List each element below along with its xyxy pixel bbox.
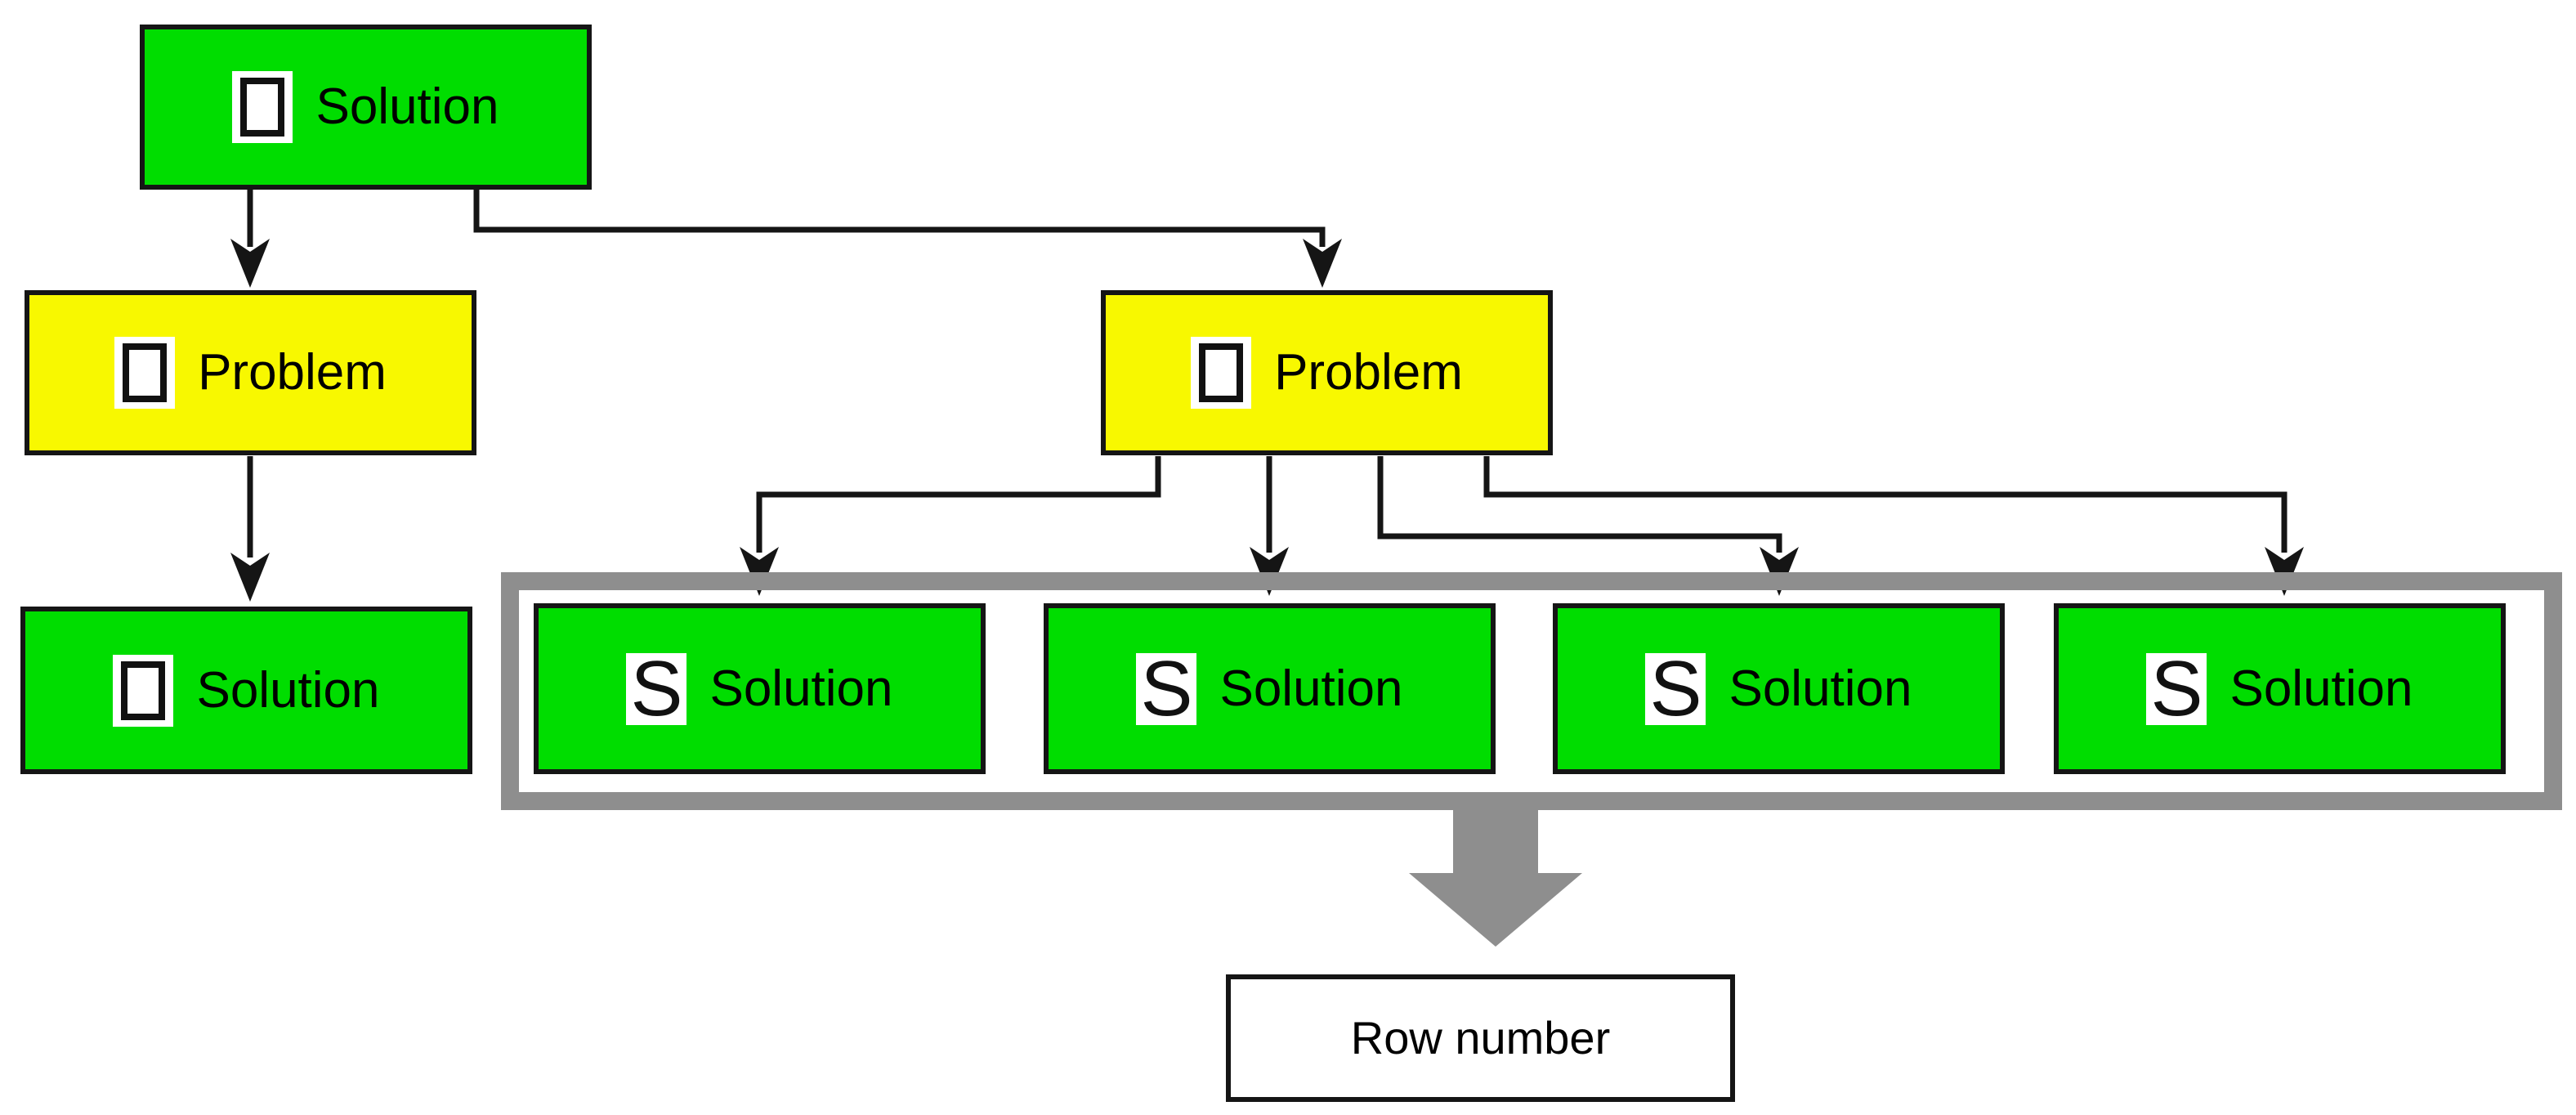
node-solution-group-2: S Solution <box>1044 603 1496 774</box>
s-icon: S <box>626 649 687 728</box>
s-icon: S <box>2146 649 2207 728</box>
node-label: Solution <box>2229 660 2413 717</box>
s-icon: S <box>1136 649 1197 728</box>
node-row-number: Row number <box>1226 974 1735 1102</box>
node-label: Problem <box>198 344 387 401</box>
arrowhead <box>230 239 270 288</box>
node-solution-left: Solution <box>20 607 472 774</box>
object-frame-icon <box>232 71 293 143</box>
arrowhead <box>230 553 270 602</box>
node-problem-left: Problem <box>25 290 476 455</box>
arrowhead <box>1250 547 1289 596</box>
object-frame-icon <box>113 654 174 727</box>
node-label: Solution <box>709 660 893 717</box>
s-icon: S <box>1645 649 1706 728</box>
object-frame-icon <box>1191 337 1252 409</box>
arrowhead <box>1760 547 1799 596</box>
arrow-top-solution-to-right-problem <box>473 186 1326 247</box>
arrowhead <box>2265 547 2304 596</box>
node-solution-top: Solution <box>140 25 592 190</box>
fat-down-arrow <box>1409 799 1582 947</box>
node-problem-right: Problem <box>1101 290 1553 455</box>
node-label: Solution <box>196 661 380 719</box>
row-number-label: Row number <box>1350 1012 1611 1064</box>
node-label: Solution <box>1219 660 1403 717</box>
arrowhead <box>740 547 779 596</box>
arrow-right-problem-to-solution-4 <box>1483 456 2288 553</box>
node-label: Solution <box>1729 660 1912 717</box>
arrow-right-problem-to-solution-1 <box>756 456 1161 553</box>
node-label: Solution <box>315 78 499 135</box>
node-label: Problem <box>1274 344 1463 401</box>
node-solution-group-4: S Solution <box>2054 603 2506 774</box>
arrow-right-problem-to-solution-3 <box>1377 456 1782 553</box>
object-frame-icon <box>114 337 176 409</box>
arrowhead <box>1303 239 1342 288</box>
node-solution-group-3: S Solution <box>1553 603 2005 774</box>
node-solution-group-1: S Solution <box>534 603 986 774</box>
